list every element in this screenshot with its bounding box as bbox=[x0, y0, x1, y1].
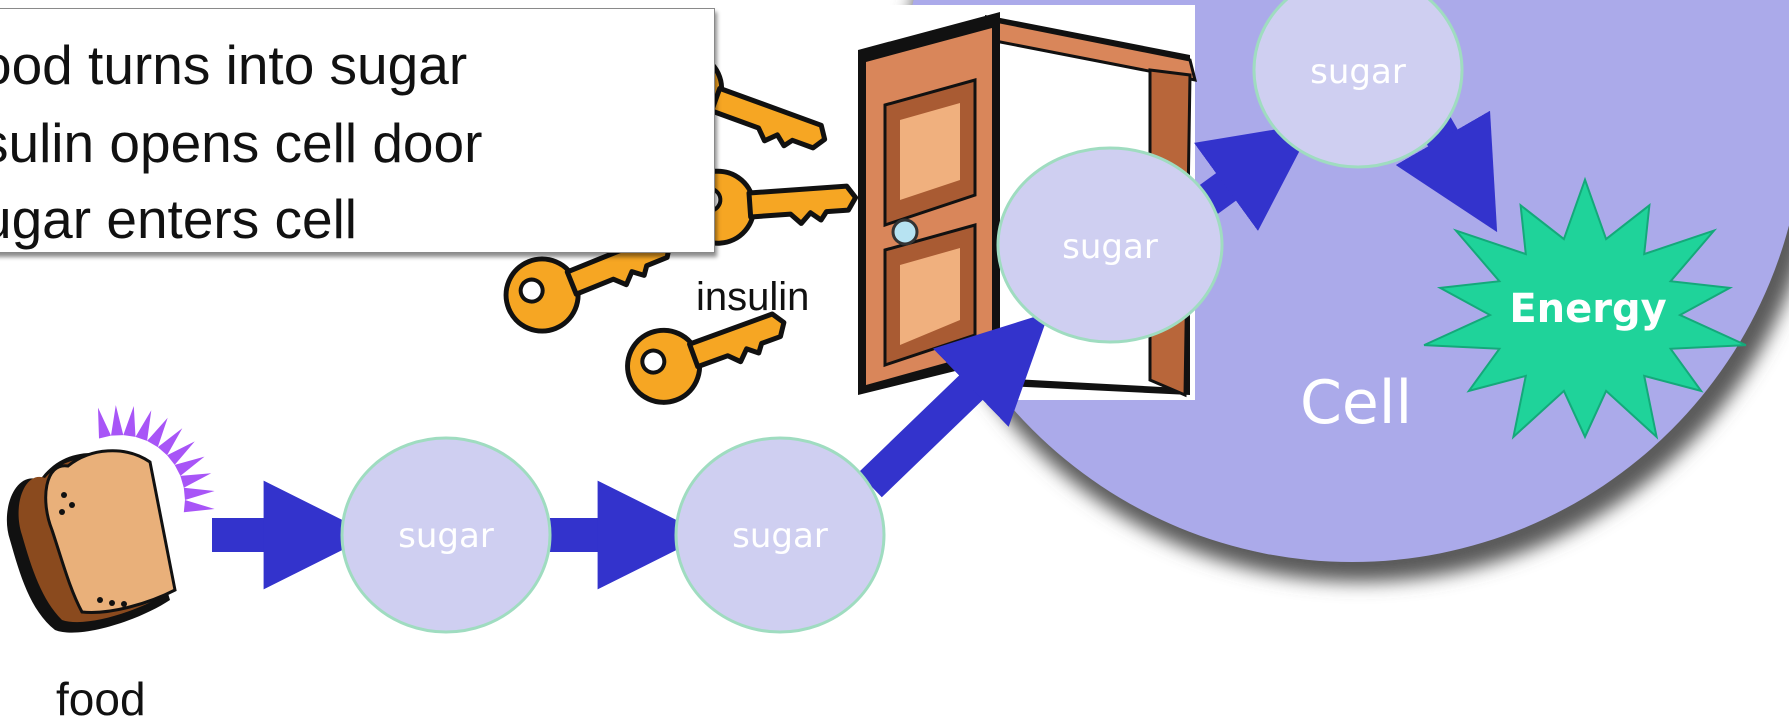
bread-icon bbox=[7, 405, 215, 633]
caption-box: ood turns into sugar sulin opens cell do… bbox=[0, 8, 715, 253]
caption-line-3: ugar enters cell bbox=[0, 189, 357, 249]
sugar-bubble-2: sugar bbox=[676, 438, 884, 632]
sugar-bubble-3: sugar bbox=[998, 148, 1222, 342]
sugar-bubble-1: sugar bbox=[342, 438, 550, 632]
svg-text:sugar: sugar bbox=[398, 516, 494, 556]
energy-label: Energy bbox=[1509, 286, 1666, 332]
caption-line-2: sulin opens cell door bbox=[0, 113, 482, 173]
caption-line-1: ood turns into sugar bbox=[0, 35, 467, 95]
insulin-label: insulin bbox=[696, 275, 809, 320]
svg-text:sugar: sugar bbox=[1310, 52, 1406, 92]
svg-text:sugar: sugar bbox=[732, 516, 828, 556]
cell-label: Cell bbox=[1300, 368, 1412, 438]
svg-text:sugar: sugar bbox=[1062, 227, 1158, 267]
food-label: food bbox=[56, 672, 146, 726]
